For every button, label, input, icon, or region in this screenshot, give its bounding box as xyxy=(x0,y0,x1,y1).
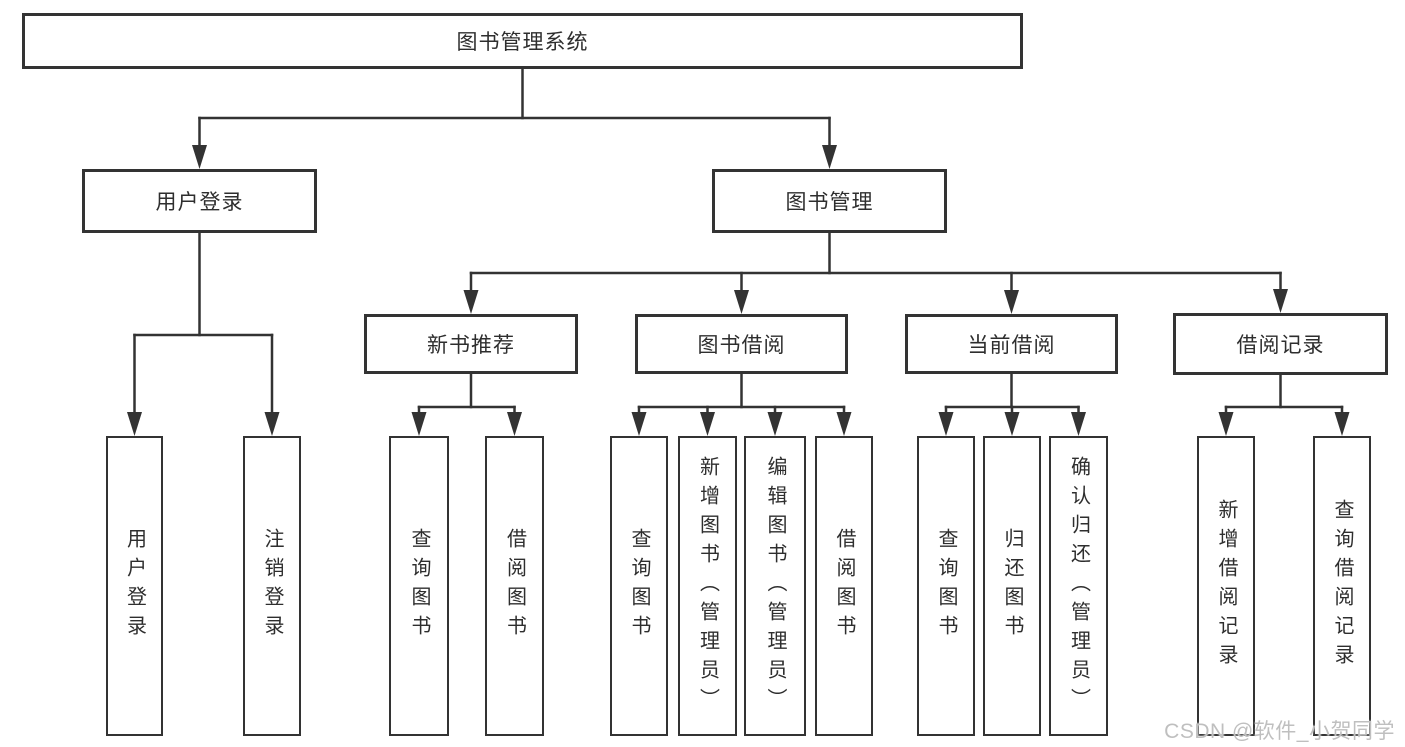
leaf-query-books-current: 查询图书 xyxy=(917,436,975,736)
csdn-watermark: CSDN @软件_小贺同学 xyxy=(1164,720,1395,743)
leaf-edit-books-admin: 编辑图书（管理员） xyxy=(744,436,806,736)
node-new-book-recommend: 新书推荐 xyxy=(364,314,578,374)
leaf-logout: 注销登录 xyxy=(243,436,301,736)
leaf-confirm-return-admin: 确认归还（管理员） xyxy=(1049,436,1108,736)
edge-user-login-to-leaves xyxy=(127,231,280,436)
leaf-query-books-borrow: 查询图书 xyxy=(610,436,668,736)
node-current-borrow: 当前借阅 xyxy=(905,314,1118,374)
edge-book-borrow-to-leaves xyxy=(631,372,852,436)
node-book-borrow: 图书借阅 xyxy=(635,314,848,374)
node-book-management: 图书管理 xyxy=(712,169,947,233)
leaf-borrow-books-recommend: 借阅图书 xyxy=(485,436,544,736)
leaf-user-login: 用户登录 xyxy=(106,436,163,736)
leaf-return-books: 归还图书 xyxy=(983,436,1041,736)
edge-book-mgmt-to-sections xyxy=(463,231,1288,314)
edge-new-book-to-leaves xyxy=(411,372,522,436)
leaf-query-borrow-record: 查询借阅记录 xyxy=(1313,436,1371,736)
node-borrow-record: 借阅记录 xyxy=(1173,313,1388,375)
leaf-add-books-admin: 新增图书（管理员） xyxy=(678,436,737,736)
edge-current-borrow-to-leaves xyxy=(938,372,1086,436)
leaf-add-borrow-record: 新增借阅记录 xyxy=(1197,436,1255,736)
node-user-login: 用户登录 xyxy=(82,169,317,233)
edge-borrow-record-to-leaves xyxy=(1218,373,1350,436)
node-root: 图书管理系统 xyxy=(22,13,1023,69)
leaf-query-books-recommend: 查询图书 xyxy=(389,436,449,736)
edge-root-to-level2 xyxy=(192,67,837,169)
leaf-borrow-books: 借阅图书 xyxy=(815,436,873,736)
